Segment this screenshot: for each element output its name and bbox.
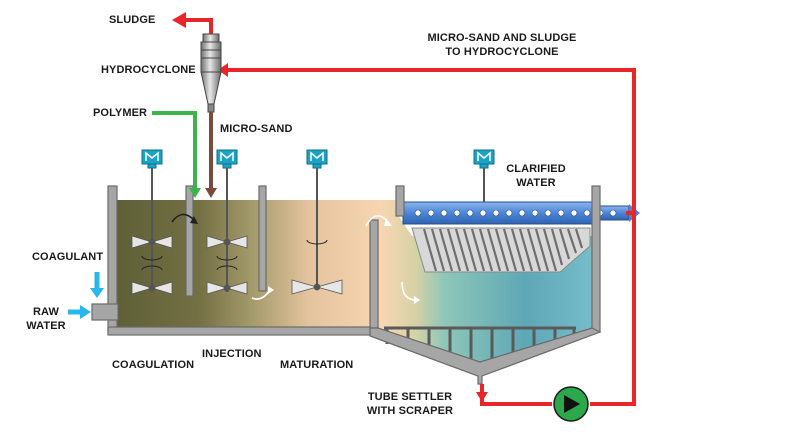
sludge-line bbox=[172, 12, 213, 35]
flow-arrow-icon bbox=[218, 63, 228, 77]
coagulation-label: COAGULATION bbox=[112, 359, 195, 371]
raw-water-label: RAW WATER bbox=[24, 305, 68, 333]
impeller-icon bbox=[291, 279, 343, 295]
impeller-icon bbox=[131, 235, 173, 295]
clarified-water-label-line1: CLARIFIED bbox=[506, 163, 566, 175]
clarified-water-label: CLARIFIED WATER bbox=[496, 162, 576, 190]
tube-settler-label-line1: TUBE SETTLER bbox=[367, 391, 453, 403]
pump-icon bbox=[553, 386, 589, 422]
injection-label: INJECTION bbox=[202, 348, 262, 360]
clarified-water-label-line2: WATER bbox=[516, 177, 556, 189]
return-line-label-line1: MICRO-SAND AND SLUDGE bbox=[427, 32, 577, 44]
sludge-label: SLUDGE bbox=[109, 14, 156, 26]
mixer-motor-icon bbox=[216, 149, 238, 169]
return-line-label: MICRO-SAND AND SLUDGE TO HYDROCYCLONE bbox=[412, 31, 592, 59]
tube-settler-label-line2: WITH SCRAPER bbox=[366, 405, 454, 417]
mixer-injection bbox=[206, 149, 248, 295]
raw-water-pipe bbox=[91, 303, 119, 321]
coagulant-label: COAGULANT bbox=[32, 251, 104, 263]
raw-water-arrow bbox=[68, 305, 91, 319]
mixer-coagulation bbox=[131, 149, 173, 295]
return-line-label-line2: TO HYDROCYCLONE bbox=[445, 46, 559, 58]
coagulant-arrow bbox=[90, 272, 104, 298]
tube-settler-plates bbox=[411, 227, 591, 273]
flow-arrow-icon bbox=[205, 188, 217, 198]
raw-water-label-line2: WATER bbox=[26, 320, 66, 332]
maturation-label: MATURATION bbox=[280, 359, 354, 371]
hydrocyclone-icon bbox=[200, 33, 222, 113]
mixer-settler bbox=[473, 149, 495, 202]
mixer-motor-icon bbox=[306, 149, 328, 169]
tube-settler-label: TUBE SETTLER WITH SCRAPER bbox=[362, 390, 458, 418]
micro-sand-label: MICRO-SAND bbox=[220, 123, 293, 135]
raw-water-label-line1: RAW bbox=[33, 306, 59, 318]
polymer-line bbox=[152, 111, 201, 198]
mixer-motor-icon bbox=[141, 149, 163, 169]
impeller-icon bbox=[206, 235, 248, 295]
tank-walls bbox=[107, 185, 602, 385]
flow-arrows bbox=[171, 213, 420, 304]
mixer-maturation bbox=[291, 149, 343, 295]
hydrocyclone-label: HYDROCYCLONE bbox=[101, 64, 196, 76]
flow-arrow-icon bbox=[476, 392, 488, 402]
clarified-water-channel bbox=[402, 201, 640, 225]
recirculation-line bbox=[228, 68, 636, 406]
mixer-motor-icon bbox=[473, 149, 495, 169]
polymer-label: POLYMER bbox=[93, 107, 148, 119]
